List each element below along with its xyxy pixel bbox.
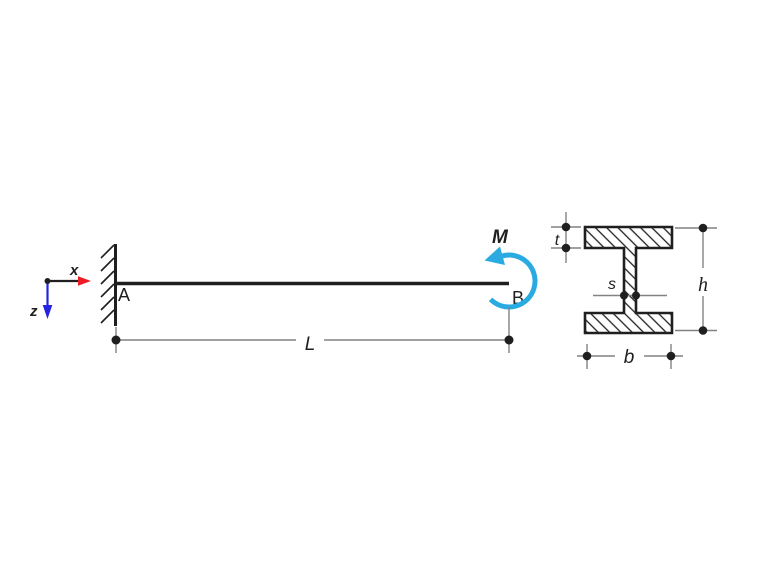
axes-origin-dot [44, 278, 51, 284]
section-hatching [585, 227, 672, 333]
cross-section [583, 225, 674, 335]
web-thickness-dimension: s [593, 276, 667, 300]
support-hatching [100, 244, 115, 324]
x-axis-label: x [69, 262, 79, 279]
height-label: h [698, 274, 708, 296]
flange-thickness-label: t [555, 232, 560, 249]
moment-arrow: M [484, 227, 538, 310]
z-axis-arrowhead-icon [42, 305, 53, 319]
h-dim-dot-top [698, 223, 708, 233]
node-a-label: A [118, 285, 130, 305]
h-dim-dot-bottom [698, 326, 708, 335]
z-axis-label: z [29, 303, 38, 320]
length-label: L [305, 334, 316, 355]
s-dim-dot-left [620, 291, 628, 300]
fixed-support [100, 244, 117, 326]
moment-arrowhead-icon [484, 246, 505, 265]
b-dim-dot-right [666, 351, 676, 361]
width-dimension: b [577, 344, 683, 369]
web-thickness-label: s [608, 276, 616, 293]
width-label: b [624, 347, 635, 368]
t-dim-dot-bottom [561, 243, 571, 253]
height-dimension: h [675, 223, 717, 335]
length-dim-dot-right [504, 335, 514, 345]
flange-thickness-dimension: t [551, 212, 581, 263]
s-dim-dot-right [632, 291, 640, 300]
moment-label: M [492, 227, 509, 248]
b-dim-dot-left [582, 351, 592, 361]
length-dimension: L [111, 307, 514, 355]
length-dim-dot-left [111, 335, 121, 345]
section-outline [583, 225, 674, 335]
coordinate-system: x z [29, 262, 91, 320]
t-dim-dot-top [561, 222, 571, 232]
x-axis-arrowhead-icon [78, 276, 91, 286]
moment-arc [488, 252, 538, 310]
